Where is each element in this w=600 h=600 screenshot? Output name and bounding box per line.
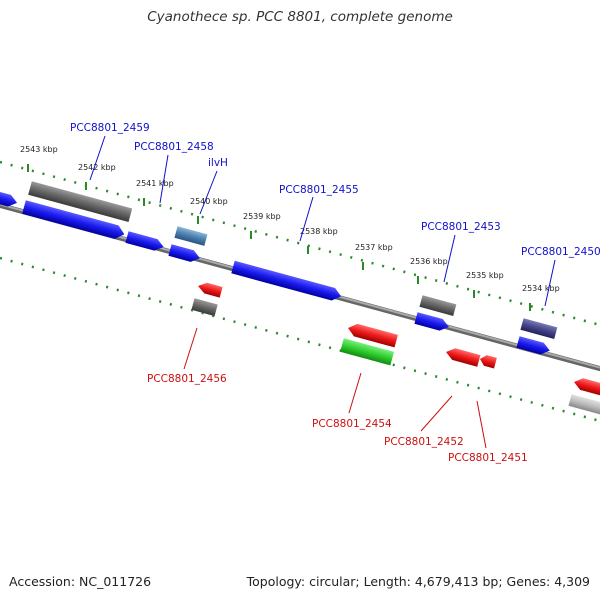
gene-label-bottom-3[interactable]: PCC8801_2451 [448, 400, 528, 464]
gene-feature-17[interactable] [572, 376, 600, 396]
gene-feature-6[interactable] [231, 260, 342, 303]
gene-label-top-4[interactable]: PCC8801_2453 [421, 221, 501, 283]
gene-label-top-3[interactable]: PCC8801_2455 [279, 184, 359, 242]
tick-label: 2538 kbp [300, 227, 338, 236]
tick-label: 2540 kbp [190, 197, 228, 206]
tick-6: 2537 kbp [355, 243, 393, 270]
tick-4: 2539 kbp [243, 212, 281, 239]
gene-feature-11[interactable] [346, 322, 398, 348]
gene-label: PCC8801_2450 [521, 246, 600, 258]
gene-feature-15[interactable] [520, 318, 558, 339]
gene-label: ilvH [208, 157, 228, 169]
gene-label: PCC8801_2451 [448, 452, 528, 464]
tick-1: 2542 kbp [78, 163, 116, 190]
gene-label-bottom-2[interactable]: PCC8801_2452 [384, 395, 464, 448]
ruler-track-top [0, 160, 600, 327]
map-title: Cyanothece sp. PCC 8801, complete genome [147, 9, 453, 25]
tick-label: 2543 kbp [20, 145, 58, 154]
gene-feature-8[interactable] [191, 298, 218, 317]
gene-feature-4[interactable] [174, 226, 208, 246]
tick-5: 2538 kbp [300, 227, 338, 254]
gene-feature-10[interactable] [414, 312, 450, 332]
tick-label: 2539 kbp [243, 212, 281, 221]
gene-label-top-2[interactable]: ilvH [199, 157, 228, 215]
tick-label: 2536 kbp [410, 257, 448, 266]
tick-2: 2541 kbp [136, 179, 174, 206]
gene-label-top-0[interactable]: PCC8801_2459 [70, 122, 150, 181]
gene-label-top-1[interactable]: PCC8801_2458 [134, 141, 214, 204]
gene-feature-1[interactable] [28, 181, 133, 223]
topology-summary: Topology: circular; Length: 4,679,413 bp… [246, 574, 590, 589]
ruler-ticks: 2543 kbp 2542 kbp 2541 kbp 2540 kbp 2539 kbp… [20, 145, 560, 311]
gene-feature-18[interactable] [568, 394, 600, 415]
gene-label-top-5[interactable]: PCC8801_2450 [521, 246, 600, 307]
tick-7: 2536 kbp [410, 257, 448, 284]
gene-label-bottom-0[interactable]: PCC8801_2456 [147, 327, 227, 385]
tick-label: 2537 kbp [355, 243, 393, 252]
tick-8: 2535 kbp [466, 271, 504, 298]
gene-feature-5[interactable] [168, 244, 201, 264]
gene-feature-14[interactable] [479, 354, 497, 369]
gene-feature-9[interactable] [419, 295, 457, 316]
tick-label: 2541 kbp [136, 179, 174, 188]
tick-label: 2535 kbp [466, 271, 504, 280]
tick-9: 2534 kbp [522, 284, 560, 311]
gene-feature-16[interactable] [516, 336, 551, 356]
gene-label: PCC8801_2459 [70, 122, 150, 134]
tick-label: 2534 kbp [522, 284, 560, 293]
gene-feature-12[interactable] [340, 338, 395, 366]
accession-text: Accession: NC_011726 [9, 574, 152, 589]
gene-label: PCC8801_2452 [384, 436, 464, 448]
gene-feature-3[interactable] [125, 231, 165, 253]
gene-label-bottom-1[interactable]: PCC8801_2454 [312, 372, 392, 430]
gene-feature-2[interactable] [22, 200, 126, 241]
gene-label: PCC8801_2455 [279, 184, 359, 196]
tick-label: 2542 kbp [78, 163, 116, 172]
gene-feature-13[interactable] [444, 346, 481, 367]
gene-label: PCC8801_2453 [421, 221, 501, 233]
tick-0: 2543 kbp [20, 145, 58, 172]
gene-features [0, 181, 600, 415]
tick-3: 2540 kbp [190, 197, 228, 224]
gene-label: PCC8801_2454 [312, 418, 392, 430]
gene-feature-0[interactable] [0, 190, 19, 208]
gene-label: PCC8801_2458 [134, 141, 214, 153]
gene-label: PCC8801_2456 [147, 373, 227, 385]
gene-feature-7[interactable] [197, 281, 223, 298]
ruler-track-bottom [0, 256, 600, 423]
